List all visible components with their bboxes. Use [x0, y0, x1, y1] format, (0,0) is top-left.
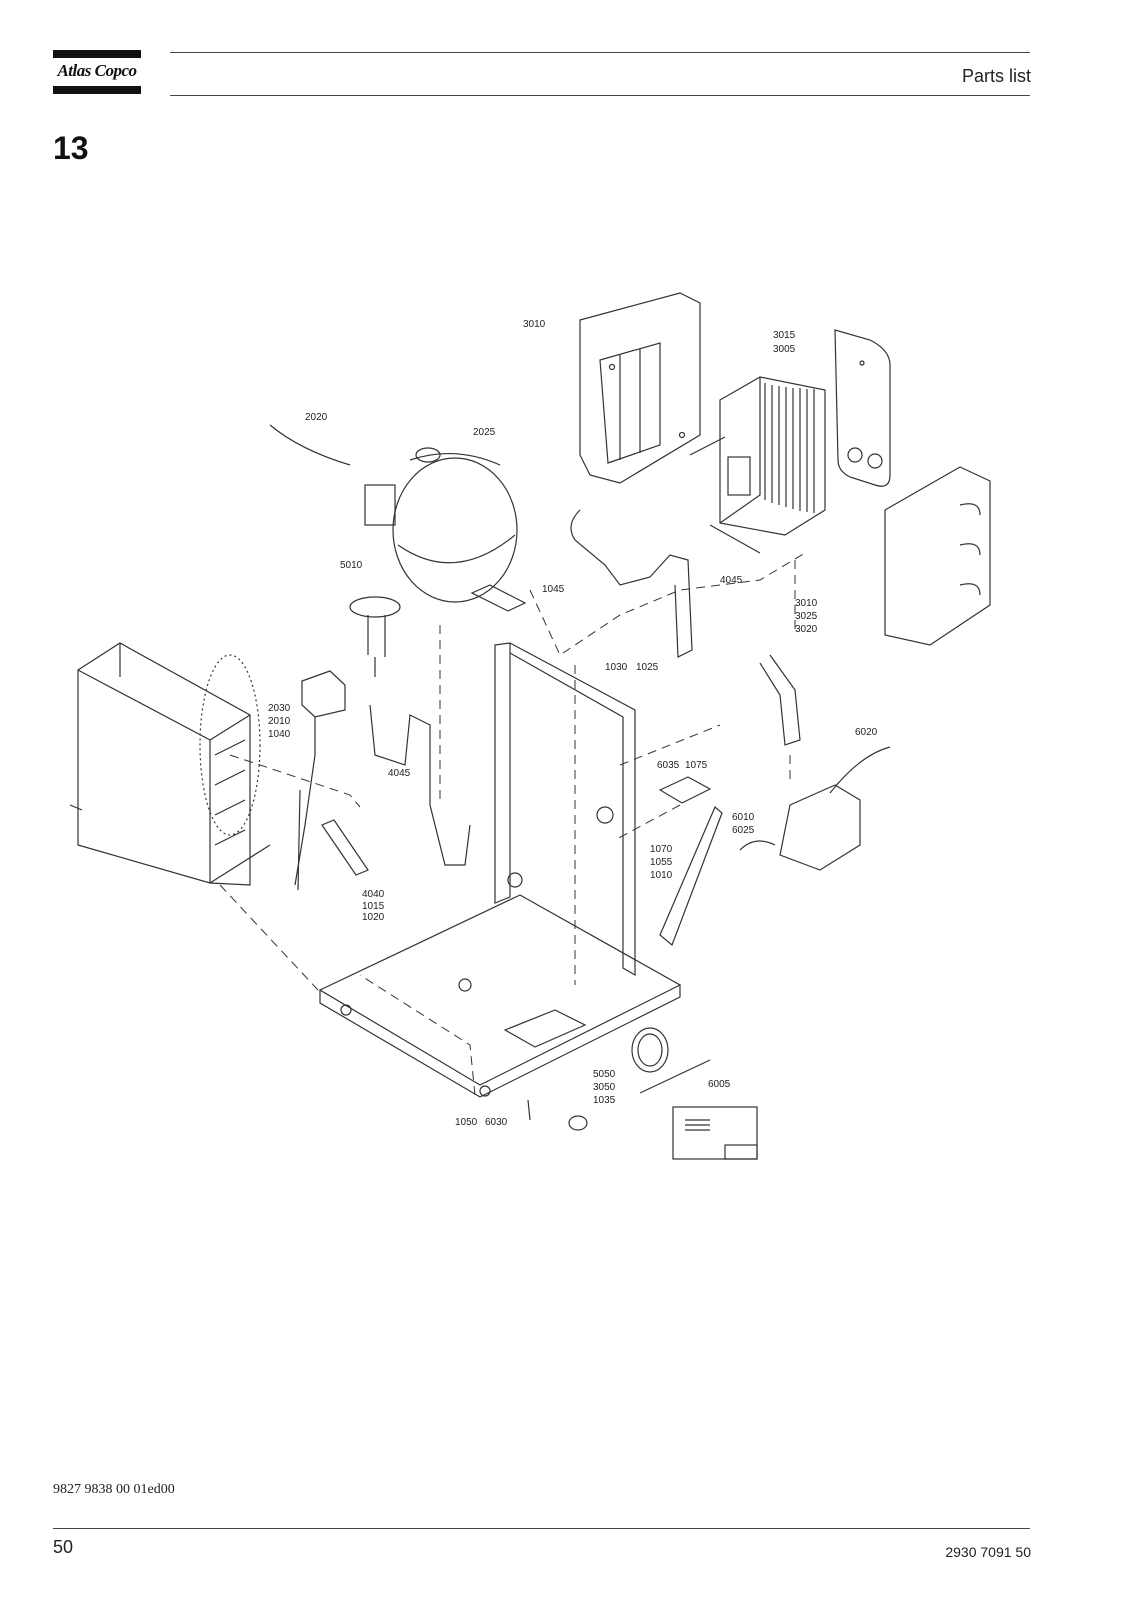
coil-5050 — [631, 1027, 669, 1073]
foot-6030 — [527, 1099, 531, 1121]
cover-3010-right — [884, 466, 991, 646]
gasket-plate-3015 — [834, 329, 891, 487]
pressure-switch-2030 — [294, 670, 346, 886]
filter-drier-4040 — [297, 789, 369, 891]
callout-1055: 1055 — [650, 857, 673, 868]
callout-1045: 1045 — [542, 584, 565, 595]
plate-1075 — [658, 776, 712, 804]
document-number: 2930 7091 50 — [945, 1544, 1031, 1560]
brand-logo: Atlas Copco — [53, 50, 141, 94]
header-rule-bottom — [170, 95, 1030, 96]
callout-1030: 1030 — [605, 662, 628, 673]
frame-base — [318, 642, 682, 1098]
document-code: 9827 9838 00 01ed00 — [53, 1482, 175, 1497]
section-title: Parts list — [961, 66, 1031, 86]
callout-1020: 1020 — [362, 912, 385, 923]
sensor-3050 — [639, 1059, 711, 1094]
parts-drawing-svg: 3010 3015 3005 2020 2025 5010 1045 4045 … — [69, 292, 991, 1160]
drawing-parts — [69, 292, 991, 1160]
callout-labels: 3010 3015 3005 2020 2025 5010 1045 4045 … — [268, 319, 878, 1128]
pipe-3020 — [759, 654, 801, 746]
exploded-parts-drawing: 3010 3015 3005 2020 2025 5010 1045 4045 … — [60, 285, 1030, 1205]
callout-3005: 3005 — [773, 344, 796, 355]
callout-1015: 1015 — [362, 901, 385, 912]
callout-2025: 2025 — [473, 427, 496, 438]
assembly-dash-lines — [219, 552, 806, 1096]
solenoid-valve-6010 — [739, 746, 891, 871]
callout-1035: 1035 — [593, 1095, 616, 1106]
callout-6025: 6025 — [732, 825, 755, 836]
callout-1010: 1010 — [650, 870, 673, 881]
condenser-unit — [69, 642, 271, 886]
callout-1050: 1050 — [455, 1117, 478, 1128]
callout-4045-left: 4045 — [388, 768, 411, 779]
page-number: 50 — [53, 1537, 74, 1557]
callout-4040: 4040 — [362, 889, 385, 900]
callout-6005: 6005 — [708, 1079, 731, 1090]
expansion-valve-5010 — [349, 596, 401, 677]
callout-5010: 5010 — [340, 560, 363, 571]
callout-1070: 1070 — [650, 844, 673, 855]
callout-5050: 5050 — [593, 1069, 616, 1080]
callout-2020: 2020 — [305, 412, 328, 423]
callout-4045-top: 4045 — [720, 575, 743, 586]
callout-3010-top: 3010 — [523, 319, 546, 330]
callout-6035: 6035 — [657, 760, 680, 771]
callout-3020: 3020 — [795, 624, 818, 635]
compressor-2025 — [364, 447, 527, 612]
heat-exchanger-3005 — [689, 376, 826, 554]
callout-3010-right: 3010 — [795, 598, 818, 609]
label-plate-6005 — [672, 1106, 758, 1160]
cable-2020 — [269, 424, 351, 466]
callout-2030: 2030 — [268, 703, 291, 714]
callout-3015: 3015 — [773, 330, 796, 341]
callout-3025: 3025 — [795, 611, 818, 622]
callout-3050: 3050 — [593, 1082, 616, 1093]
logo-bar-bottom — [53, 86, 141, 94]
callout-1025: 1025 — [636, 662, 659, 673]
hose-clamp-1035 — [568, 1115, 588, 1131]
header-rule-top — [170, 52, 1030, 53]
support-bracket-1055 — [659, 806, 723, 947]
callout-2010: 2010 — [268, 716, 291, 727]
callout-1075: 1075 — [685, 760, 708, 771]
bracket-3010-top — [579, 292, 701, 484]
logo-wordmark: Atlas Copco — [57, 61, 137, 80]
logo-bar-top — [53, 50, 141, 58]
callout-6020: 6020 — [855, 727, 878, 738]
pipe-4045-top — [570, 509, 693, 658]
footer-rule — [53, 1528, 1030, 1529]
callout-6010: 6010 — [732, 812, 755, 823]
callout-6030: 6030 — [485, 1117, 508, 1128]
pipe-4045-left — [369, 704, 471, 866]
callout-1040: 1040 — [268, 729, 291, 740]
chapter-number: 13 — [53, 130, 89, 166]
